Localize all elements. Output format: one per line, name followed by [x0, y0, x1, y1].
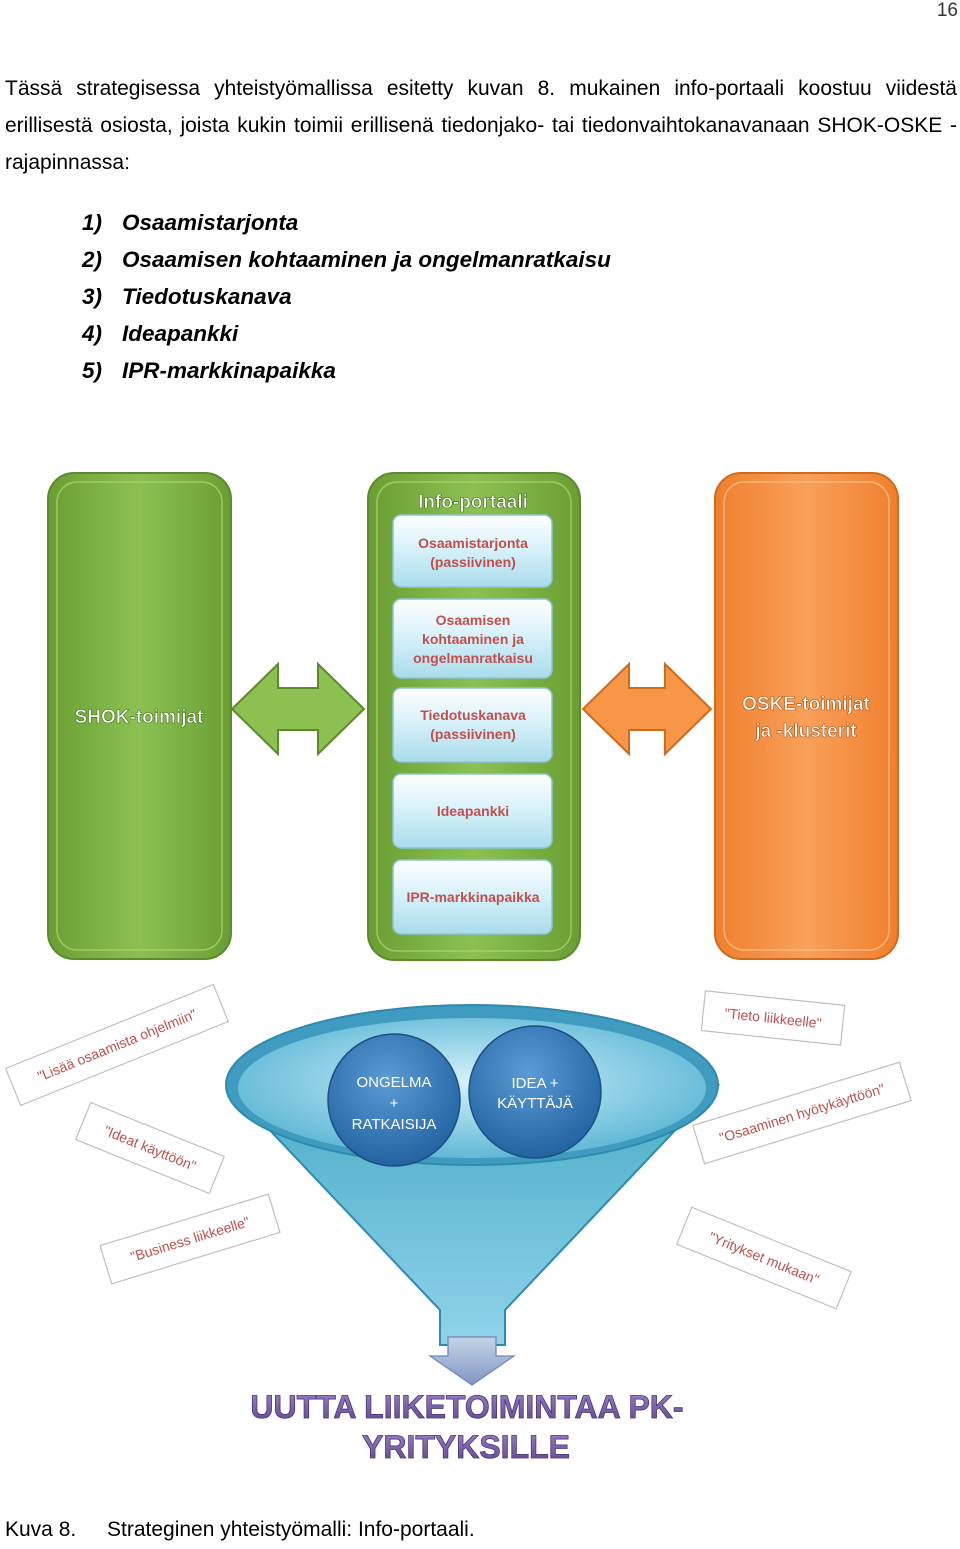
portal-box-line: (passiivinen)	[430, 554, 516, 570]
list-item: 4) Ideapankki	[82, 315, 611, 352]
list-item: 2) Osaamisen kohtaaminen ja ongelmanratka…	[82, 241, 611, 278]
list-number: 3)	[82, 284, 103, 309]
circle-line: KÄYTTÄJÄ	[497, 1095, 573, 1112]
numbered-list: 1) Osaamistarjonta 2) Osaamisen kohtaamine…	[82, 204, 611, 389]
portal-box-kohtaaminen: Osaamisen kohtaaminen ja ongelmanratkais…	[392, 598, 553, 679]
circle-line: IDEA +	[511, 1075, 558, 1092]
portal-box-line: kohtaaminen ja	[422, 631, 524, 647]
result-heading: UUTTA LIIKETOIMINTAA PK- YRITYKSILLE	[250, 1389, 684, 1466]
note-card: "Osaaminen hyötykäyttöön"	[692, 1061, 912, 1165]
double-arrow-icon	[230, 661, 366, 757]
note-card: "Ideat käyttöön"	[74, 1101, 226, 1195]
info-portal-block: Info-portaali Osaamistarjonta (passiivin…	[367, 472, 581, 961]
caption-text: Strateginen yhteistyömalli: Info-portaal…	[107, 1518, 475, 1541]
circle-line: +	[390, 1095, 399, 1112]
portal-box-line: Osaamisen	[436, 612, 511, 628]
page-number: 16	[936, 0, 958, 21]
list-item-text: IPR-markkinapaikka	[122, 358, 336, 383]
body-paragraph: Tässä strategisessa yhteistyömallissa es…	[5, 77, 957, 174]
portal-box-line: (passiivinen)	[430, 726, 516, 742]
list-item-text: Ideapankki	[122, 321, 239, 346]
note-card: "Tieto liikkeelle"	[700, 990, 846, 1046]
list-number: 2)	[82, 247, 103, 272]
portal-box-ideapankki: Ideapankki	[392, 773, 553, 849]
info-portal-diagram: SHOK-toimijat Info-portaali Osaamistarjo…	[4, 472, 912, 1466]
funnel	[224, 1004, 721, 1346]
list-number: 1)	[82, 210, 103, 235]
note-text: "Lisää osaamista ohjelmiin"	[35, 1006, 199, 1085]
list-item-text: Osaamisen kohtaaminen ja ongelmanratkais…	[122, 247, 611, 272]
oske-block: OSKE-toimijat ja -klusterit	[714, 472, 899, 960]
shok-block: SHOK-toimijat	[47, 472, 232, 960]
oske-label-line: ja -klusterit	[754, 721, 857, 742]
down-arrow-icon	[428, 1336, 516, 1386]
portal-box-line: Tiedotuskanava	[420, 707, 526, 723]
portal-box-line: Osaamistarjonta	[418, 535, 528, 551]
list-number: 4)	[82, 321, 103, 346]
list-item-text: Tiedotuskanava	[122, 284, 292, 309]
shok-label: SHOK-toimijat	[75, 707, 204, 728]
list-item-text: Osaamistarjonta	[122, 210, 299, 235]
list-number: 5)	[82, 358, 103, 383]
list-item: 5) IPR-markkinapaikka	[82, 352, 611, 389]
result-line: YRITYKSILLE	[362, 1429, 570, 1465]
caption-label: Kuva 8.	[5, 1518, 77, 1541]
note-card: "Lisää osaamista ohjelmiin"	[4, 983, 230, 1107]
portal-box-osaamistarjonta: Osaamistarjonta (passiivinen)	[392, 514, 553, 588]
note-card: "Business liikkeelle"	[99, 1193, 281, 1285]
portal-box-tiedotuskanava: Tiedotuskanava (passiivinen)	[392, 687, 553, 763]
double-arrow-icon	[581, 661, 713, 757]
oske-label-line: OSKE-toimijat	[742, 694, 870, 715]
portal-box-line: IPR-markkinapaikka	[406, 889, 539, 905]
portal-box-ipr: IPR-markkinapaikka	[392, 859, 553, 935]
circle-idea: IDEA + KÄYTTÄJÄ	[468, 1025, 602, 1159]
figure-caption: Kuva 8. Strateginen yhteistyömalli: Info-…	[5, 1518, 475, 1542]
portal-box-line: Ideapankki	[437, 803, 509, 819]
circle-ongelma: ONGELMA + RATKAISIJA	[327, 1033, 461, 1167]
portal-box-line: ongelmanratkaisu	[413, 650, 533, 666]
list-item: 3) Tiedotuskanava	[82, 278, 611, 315]
note-card: "Yritykset mukaan"	[675, 1206, 853, 1310]
info-portal-title: Info-portaali	[418, 492, 528, 513]
circle-line: RATKAISIJA	[352, 1116, 437, 1133]
circle-line: ONGELMA	[356, 1074, 431, 1091]
list-item: 1) Osaamistarjonta	[82, 204, 611, 241]
result-line: UUTTA LIIKETOIMINTAA PK-	[250, 1389, 683, 1425]
